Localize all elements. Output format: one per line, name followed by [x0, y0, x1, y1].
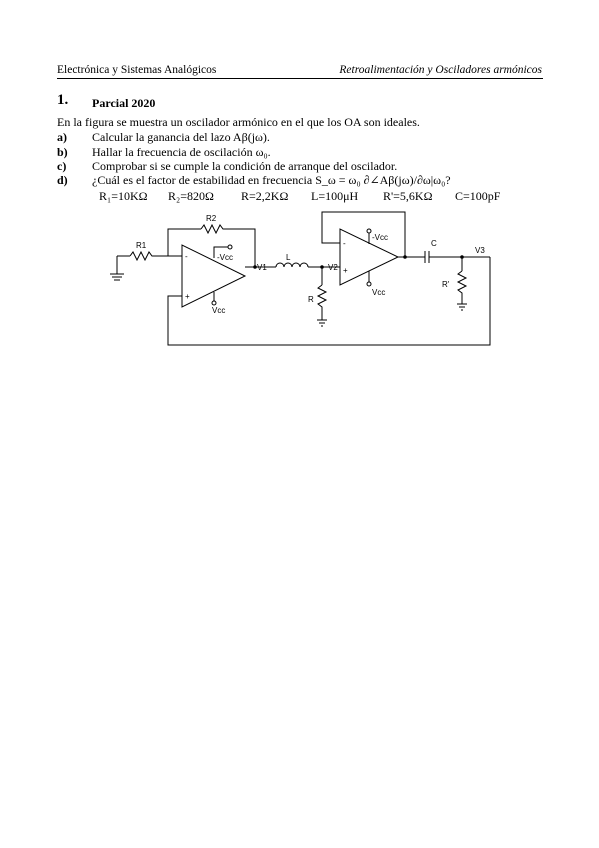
wire: [213, 246, 228, 258]
header-rule: [57, 78, 543, 79]
opamp-2-minus: -: [343, 239, 346, 248]
opamp-2-plus: +: [343, 266, 348, 275]
label-v2: V2: [328, 263, 338, 272]
ground-symbol-r: [317, 319, 327, 327]
section-number: 1.: [57, 92, 69, 108]
label-v1: V1: [257, 263, 267, 272]
supply-terminal: [366, 281, 372, 287]
wire: [167, 228, 201, 257]
value-l: L=100μH: [311, 189, 359, 203]
section-title: Parcial 2020: [92, 96, 156, 110]
supply-terminal: [211, 300, 217, 306]
question-label: b): [57, 145, 68, 159]
capacitor-c: [424, 251, 430, 263]
label-l: L: [286, 253, 291, 262]
label-neg-supply-2: -Vcc: [372, 233, 388, 242]
question-label: d): [57, 173, 68, 187]
resistor-r2: [200, 223, 256, 267]
header-course-title: Electrónica y Sistemas Analógicos: [57, 64, 217, 76]
label-r: R: [308, 295, 314, 304]
label-pos-supply-2: Vcc: [372, 288, 385, 297]
question-label: c): [57, 159, 67, 173]
wire: [321, 211, 406, 257]
opamp-1-plus: +: [185, 292, 190, 301]
label-neg-supply-1: -Vcc: [217, 253, 233, 262]
supply-terminal: [227, 244, 233, 250]
question-text: Comprobar si se cumple la condición de a…: [92, 159, 398, 173]
resistor-rprime: [456, 270, 468, 304]
label-rprime: R': [442, 280, 450, 289]
label-r2: R2: [206, 214, 217, 223]
value-r1: R₁=10KΩ: [99, 189, 148, 203]
inductor-l: [275, 262, 309, 268]
label-r1: R1: [136, 241, 147, 250]
problem-intro: En la figura se muestra un oscilador arm…: [57, 115, 420, 129]
question-text: Hallar la frecuencia de oscilación ω₀.: [92, 145, 271, 159]
value-rprime: R'=5,6KΩ: [383, 189, 433, 203]
label-c: C: [431, 239, 437, 248]
junction-dot: [460, 255, 464, 259]
value-r2: R₂=820Ω: [168, 189, 214, 203]
question-label: a): [57, 130, 67, 144]
supply-terminal: [366, 228, 372, 234]
header-topic-title: Retroalimentación y Osciladores armónico…: [339, 64, 542, 76]
opamp-1-minus: -: [185, 252, 188, 261]
label-v3: V3: [475, 246, 485, 255]
wire: [167, 257, 491, 346]
question-text: Calcular la ganancia del lazo Aβ(jω).: [92, 130, 270, 144]
value-c: C=100pF: [455, 189, 501, 203]
resistor-r: [316, 284, 328, 320]
junction-dot: [253, 265, 257, 269]
ground-symbol-left: [110, 256, 124, 281]
junction-dot: [320, 265, 324, 269]
label-pos-supply-1: Vcc: [212, 306, 225, 315]
resistor-r1: [129, 250, 168, 262]
question-text: ¿Cuál es el factor de estabilidad en fre…: [92, 173, 451, 187]
opamp-1: [181, 244, 247, 308]
value-r: R=2,2KΩ: [241, 189, 289, 203]
junction-dot: [403, 255, 407, 259]
ground-symbol-rprime: [457, 303, 467, 311]
